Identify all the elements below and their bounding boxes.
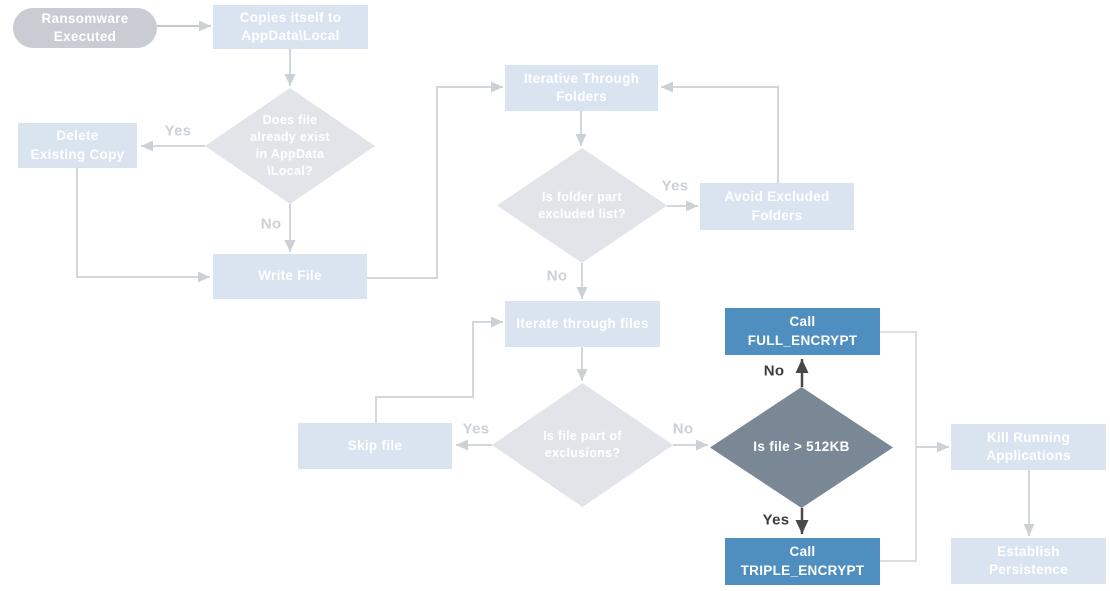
node-label: Skip file bbox=[347, 437, 403, 453]
node-label: Avoid Excluded Folders bbox=[724, 189, 830, 223]
node-iterative-through-folders: Iterative Through Folders bbox=[505, 65, 658, 111]
node-call-triple-encrypt: Call TRIPLE_ENCRYPT bbox=[725, 538, 880, 585]
edge-label-file-yes: Yes bbox=[462, 420, 490, 438]
node-iterate-through-files: Iterate through files bbox=[505, 301, 660, 347]
edge-label-exists-yes: Yes bbox=[164, 122, 192, 140]
node-write-file: Write File bbox=[213, 254, 367, 299]
edge-label-size-yes: Yes bbox=[762, 511, 790, 529]
node-copies-itself: Copies itself to AppData\Local bbox=[213, 5, 368, 49]
node-ransomware-executed: Ransomware Executed bbox=[13, 8, 157, 48]
node-label: Establish Persistence bbox=[988, 543, 1069, 577]
edge-delete-to-write-file bbox=[76, 168, 210, 283]
node-avoid-excluded-folders: Avoid Excluded Folders bbox=[700, 183, 854, 230]
edge-label-size-no: No bbox=[763, 362, 785, 380]
node-skip-file: Skip file bbox=[298, 423, 452, 469]
node-label: Call TRIPLE_ENCRYPT bbox=[740, 544, 865, 578]
node-label: Iterate through files bbox=[516, 315, 649, 331]
edge-full-encrypt-join bbox=[880, 331, 917, 447]
node-label: Is file part of exclusions? bbox=[543, 429, 622, 460]
node-label: Write File bbox=[258, 268, 322, 284]
edge-label-folder-yes: Yes bbox=[661, 177, 689, 195]
edge-skip-file-to-iterate-files bbox=[375, 316, 503, 423]
node-call-full-encrypt: Call FULL_ENCRYPT bbox=[725, 308, 880, 355]
edge-label-exists-no: No bbox=[260, 215, 282, 233]
node-label: Call FULL_ENCRYPT bbox=[747, 314, 858, 348]
node-delete-existing-copy: Delete Existing Copy bbox=[18, 123, 137, 168]
edge-label-file-no: No bbox=[672, 420, 694, 438]
edge-write-file-to-iterate-folders bbox=[367, 81, 503, 279]
node-label: Delete Existing Copy bbox=[30, 128, 125, 162]
node-label: Is folder part excluded list? bbox=[538, 189, 626, 221]
node-label: Copies itself to AppData\Local bbox=[239, 9, 342, 43]
node-label: Iterative Through Folders bbox=[523, 70, 640, 104]
node-label: Is file > 512KB bbox=[753, 439, 850, 455]
node-label: Kill Running Applications bbox=[986, 429, 1071, 463]
node-establish-persistence: Establish Persistence bbox=[951, 538, 1106, 584]
edge-avoid-to-iterate-folders bbox=[661, 81, 779, 183]
node-kill-running-applications: Kill Running Applications bbox=[951, 424, 1106, 470]
node-label: Ransomware Executed bbox=[41, 10, 129, 44]
node-label: Does file already exist in AppData \Loca… bbox=[250, 113, 330, 178]
edge-label-folder-no: No bbox=[546, 267, 568, 285]
edge-triple-encrypt-join bbox=[880, 447, 917, 562]
